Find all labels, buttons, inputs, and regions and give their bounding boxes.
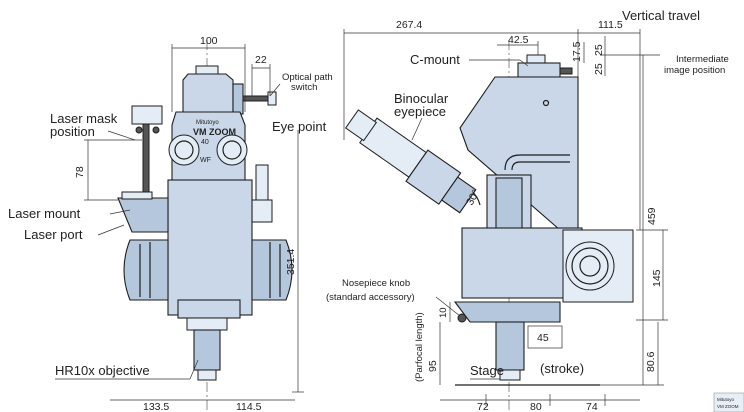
dim-10: 10 <box>438 307 449 318</box>
dim-22: 22 <box>255 54 267 66</box>
laser-mask-head <box>131 105 163 125</box>
stroke-label: (stroke) <box>540 361 584 376</box>
dim-80-6: 80.6 <box>645 351 657 372</box>
lower-body <box>177 299 241 319</box>
top-module <box>182 73 234 113</box>
right-eyepiece <box>216 134 248 166</box>
dim-42-5: 42.5 <box>508 34 529 46</box>
dim-114-5: 114.5 <box>236 401 262 412</box>
switch-knob <box>267 91 277 106</box>
intermediate-image-label-1: Intermediate <box>676 54 729 65</box>
eye-point-label: Eye point <box>272 119 327 134</box>
dim-111-5: 111.5 <box>598 19 623 31</box>
dim-100: 100 <box>200 35 218 47</box>
main-body-side <box>461 227 583 299</box>
nosepiece-knob-label-2: (standard accessory) <box>326 292 415 303</box>
laser-mount-block <box>117 197 169 233</box>
focus-knob <box>565 241 615 291</box>
objective-side <box>495 321 525 371</box>
stroke-box <box>527 325 563 349</box>
dim-78: 78 <box>74 166 86 178</box>
thumbnail-model: VM ZOOM <box>717 404 739 409</box>
binocular-label-1: Binocular <box>394 91 449 106</box>
dim-80: 80 <box>530 401 542 412</box>
thumbnail: Mitutoyo VM ZOOM <box>713 392 744 412</box>
brand-text: Mitutoyo <box>196 120 219 126</box>
binocular-eyepiece <box>344 109 477 214</box>
dim-267-4: 267.4 <box>396 19 422 31</box>
optical-path-switch-label-2: switch <box>291 82 317 93</box>
laser-port-label: Laser port <box>24 227 83 242</box>
vertical-travel-label: Vertical travel <box>622 8 700 23</box>
laser-mask-label-1: Laser mask <box>50 111 118 126</box>
dim-95: 95 <box>427 360 439 372</box>
front-view: Mitutoyo VM ZOOM 40 WF <box>117 40 293 410</box>
side-labels: Vertical travel Intermediate image posit… <box>272 8 729 380</box>
left-focus-knob <box>123 239 169 301</box>
dim-45: 45 <box>537 332 549 344</box>
c-mount-label: C-mount <box>410 52 460 67</box>
unit-text: WF <box>200 157 211 164</box>
dim-72: 72 <box>477 401 489 412</box>
nosepiece-knob-label-1: Nosepiece knob <box>342 278 410 289</box>
dim-74: 74 <box>586 401 598 412</box>
thumbnail-brand: Mitutoyo <box>717 397 735 402</box>
right-focus-knob <box>251 239 293 301</box>
dim-145: 145 <box>651 269 663 287</box>
dim-459: 459 <box>646 207 658 225</box>
intermediate-image-label-2: image position <box>664 65 725 76</box>
dim-351-4: 351.4 <box>285 249 297 275</box>
model-text: VM ZOOM <box>193 127 236 137</box>
zoom-text: 40 <box>201 139 209 146</box>
parfocal-label: (Parfocal length) <box>414 312 425 382</box>
dim-17-5: 17.5 <box>571 41 583 62</box>
stage-label: Stage <box>470 363 504 378</box>
top-port <box>195 65 219 75</box>
laser-mask-label-2: position <box>50 124 95 139</box>
laser-mask-rod <box>142 123 150 199</box>
laser-mount-label: Laser mount <box>8 206 81 221</box>
left-eyepiece <box>168 134 200 166</box>
optical-path-switch-label-1: Optical path <box>282 72 333 83</box>
top-module-side <box>517 62 561 78</box>
switch-housing <box>232 83 244 115</box>
main-column <box>167 179 253 316</box>
base-bracket <box>453 301 561 323</box>
objective-label: HR10x objective <box>55 363 150 378</box>
binocular-label-2: eyepiece <box>394 104 446 119</box>
c-mount-port <box>526 54 546 64</box>
dim-25-b: 25 <box>593 63 605 75</box>
dim-25-a: 25 <box>593 44 605 56</box>
side-dimensions: 267.4 111.5 42.5 17.5 25 25 459 145 80.6… <box>343 19 668 412</box>
hr10x-objective <box>193 329 221 371</box>
front-labels: Optical path switch Laser mask position … <box>8 72 333 380</box>
side-view <box>344 40 634 410</box>
front-dimensions: 100 22 78 351.4 133.5 114.5 <box>74 35 304 412</box>
dim-133-5: 133.5 <box>143 401 169 412</box>
side-lamp <box>255 164 269 206</box>
nosepiece <box>186 317 228 331</box>
cable <box>504 154 570 171</box>
